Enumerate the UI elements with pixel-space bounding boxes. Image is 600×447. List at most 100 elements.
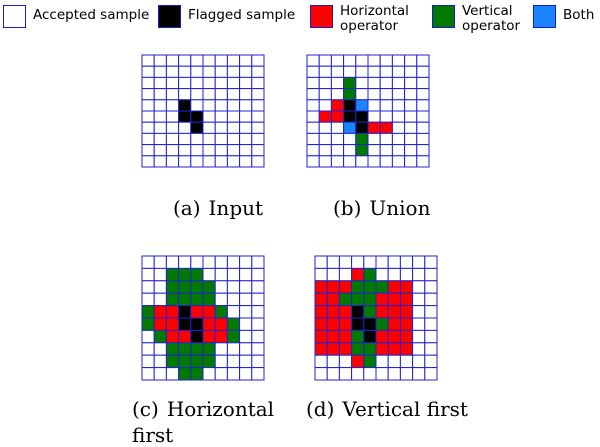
- grid-cell-accepted: [367, 132, 381, 146]
- grid-cell-accepted: [226, 155, 241, 168]
- grid-cell-accepted: [165, 54, 180, 67]
- grid-cell-accepted: [367, 65, 381, 78]
- grid-cell-horizontal: [153, 317, 167, 331]
- grid-cell-accepted: [239, 367, 253, 381]
- grid-cell-accepted: [165, 367, 180, 381]
- grid-cell-accepted: [379, 54, 393, 67]
- grid-cell-accepted: [141, 132, 155, 146]
- grid-cell-accepted: [178, 121, 192, 134]
- grid-cell-horizontal: [326, 342, 340, 356]
- grid-cell-accepted: [165, 132, 180, 146]
- grid-cell-accepted: [251, 88, 265, 101]
- grid-cell-horizontal: [351, 267, 365, 282]
- grid-cell-accepted: [387, 267, 401, 282]
- grid-cell-vertical: [363, 342, 377, 356]
- grid-cell-horizontal: [338, 329, 353, 344]
- grid-cell-accepted: [239, 317, 253, 331]
- grid-cell-accepted: [153, 267, 167, 282]
- grid-cell-accepted: [338, 354, 353, 369]
- grid-cell-accepted: [363, 255, 377, 269]
- grid-cell-accepted: [375, 267, 389, 282]
- grid-cell-accepted: [416, 76, 430, 90]
- grid-cell-accepted: [226, 342, 241, 356]
- vertical-swatch: [432, 5, 455, 28]
- grid-cell-flagged: [363, 317, 377, 331]
- caption-text: Union: [369, 196, 431, 220]
- legend-label-flagged: Flagged sample: [188, 7, 296, 23]
- grid-cell-accepted: [318, 54, 332, 67]
- grid-cell-accepted: [178, 155, 192, 168]
- grid-cell-accepted: [391, 54, 406, 67]
- grid-cell-accepted: [416, 54, 430, 67]
- grid-cell-accepted: [387, 354, 401, 369]
- grid-cell-accepted: [202, 121, 216, 134]
- grid-cell-accepted: [355, 76, 369, 90]
- grid-cell-vertical: [363, 280, 377, 294]
- grid-cell-accepted: [141, 342, 155, 356]
- grid-cell-accepted: [318, 144, 332, 157]
- grid-cell-accepted: [214, 144, 228, 157]
- grid-cell-accepted: [202, 99, 216, 112]
- grid-cell-accepted: [306, 110, 320, 123]
- grid-cell-accepted: [239, 280, 253, 294]
- grid-cell-accepted: [153, 99, 167, 112]
- grid-cell-accepted: [141, 292, 155, 307]
- grid-cell-accepted: [343, 65, 357, 78]
- grid-cell-accepted: [202, 88, 216, 101]
- grid-cell-accepted: [314, 255, 328, 269]
- grid-cell-accepted: [226, 132, 241, 146]
- grid-cell-horizontal: [330, 99, 345, 112]
- grid-cell-horizontal: [387, 342, 401, 356]
- grid-cell-flagged: [363, 329, 377, 344]
- grid-cell-accepted: [404, 76, 418, 90]
- accepted-swatch: [3, 5, 26, 28]
- grid-cell-accepted: [314, 267, 328, 282]
- grid-cell-accepted: [202, 132, 216, 146]
- grid-cell-horizontal: [326, 317, 340, 331]
- grid-cell-accepted: [416, 110, 430, 123]
- grid-cell-accepted: [412, 267, 426, 282]
- grid-cell-accepted: [351, 255, 365, 269]
- grid-cell-accepted: [424, 329, 438, 344]
- grid-cell-accepted: [239, 329, 253, 344]
- grid-cell-flagged: [355, 121, 369, 134]
- grid-cell-accepted: [214, 54, 228, 67]
- grid-cell-vertical: [178, 280, 192, 294]
- grid-cell-accepted: [318, 155, 332, 168]
- grid-cell-accepted: [251, 110, 265, 123]
- grid-cell-accepted: [391, 132, 406, 146]
- grid-cell-accepted: [190, 88, 204, 101]
- grid-input: [141, 54, 265, 168]
- grid-cell-accepted: [251, 292, 265, 307]
- grid-cell-accepted: [226, 99, 241, 112]
- grid-cell-accepted: [226, 305, 241, 319]
- grid-cell-accepted: [367, 155, 381, 168]
- grid-cell-horizontal: [153, 305, 167, 319]
- grid-cell-accepted: [399, 367, 414, 381]
- grid-cell-accepted: [424, 267, 438, 282]
- grid-cell-accepted: [165, 88, 180, 101]
- grid-cell-flagged: [178, 317, 192, 331]
- grid-cell-accepted: [306, 76, 320, 90]
- grid-cell-vertical: [351, 329, 365, 344]
- grid-cell-accepted: [251, 329, 265, 344]
- grid-cell-accepted: [153, 144, 167, 157]
- grid-cell-accepted: [190, 65, 204, 78]
- grid-cell-accepted: [239, 65, 253, 78]
- grid-cell-accepted: [226, 367, 241, 381]
- grid-cell-accepted: [178, 76, 192, 90]
- grid-cell-accepted: [367, 76, 381, 90]
- grid-cell-horizontal: [338, 317, 353, 331]
- caption-horizontal-first: (c)Horizontal: [132, 397, 274, 421]
- grid-cell-accepted: [202, 54, 216, 67]
- grid-cell-horizontal: [202, 329, 216, 344]
- grid-cell-accepted: [226, 267, 241, 282]
- grid-cell-flagged: [343, 110, 357, 123]
- grid-cell-accepted: [153, 65, 167, 78]
- grid-cell-accepted: [202, 255, 216, 269]
- grid-cell-accepted: [367, 54, 381, 67]
- grid-cell-vertical: [363, 305, 377, 319]
- grid-cell-vertical: [202, 280, 216, 294]
- grid-cell-accepted: [202, 76, 216, 90]
- grid-cell-accepted: [165, 76, 180, 90]
